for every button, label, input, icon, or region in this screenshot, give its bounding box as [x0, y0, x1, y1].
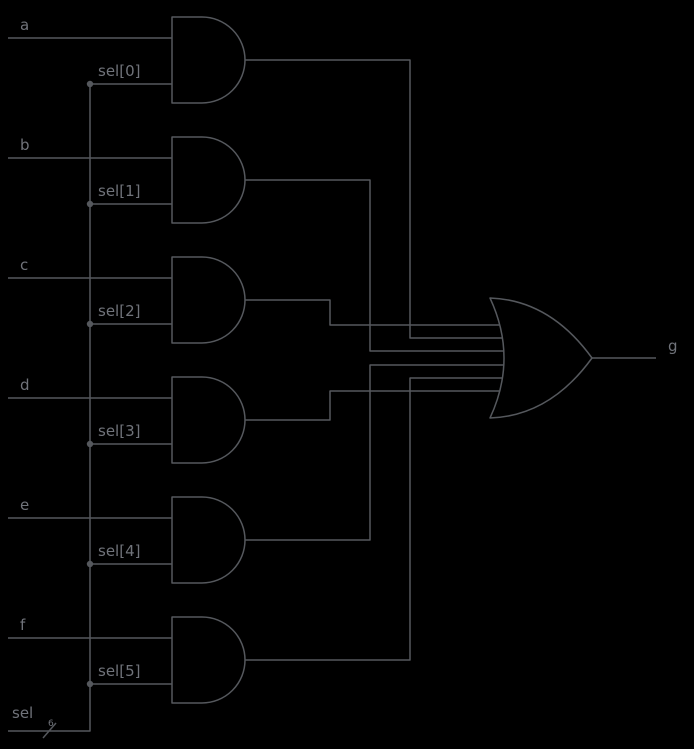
and-gate-stage-1 — [8, 136, 504, 352]
and-gate-stage-4 — [8, 364, 504, 584]
sel-label-2: sel[2] — [98, 302, 140, 320]
and-gate — [171, 256, 246, 344]
and-output-wire-4 — [245, 364, 504, 541]
and-output-wire-1 — [245, 179, 504, 352]
and-output-wire-5 — [245, 377, 502, 661]
and-gate — [171, 496, 246, 584]
junction-dot — [86, 80, 94, 88]
input-label-e: e — [20, 496, 29, 514]
input-label-d: d — [20, 376, 30, 394]
and-gate-stage-3 — [8, 376, 500, 464]
output-label-g: g — [668, 337, 678, 355]
and-gate — [171, 136, 246, 224]
and-gate — [171, 16, 246, 104]
junction-dot — [86, 200, 94, 208]
sel-label-3: sel[3] — [98, 422, 140, 440]
and-gate-stage-5 — [8, 377, 502, 704]
input-label-c: c — [20, 256, 28, 274]
input-label-f: f — [20, 616, 26, 634]
and-gate-stage-0 — [8, 16, 502, 339]
junction-dot — [86, 320, 94, 328]
wires-and-gates — [8, 16, 656, 739]
and-output-wire-3 — [245, 390, 500, 421]
bus-label-sel: sel — [12, 704, 33, 722]
and-gate — [171, 376, 246, 464]
sel-label-4: sel[4] — [98, 542, 140, 560]
bus-width-slash — [42, 722, 57, 739]
and-output-wire-2 — [245, 299, 500, 326]
or-gate — [489, 297, 593, 419]
sel-label-5: sel[5] — [98, 662, 140, 680]
and-output-wire-0 — [245, 59, 502, 339]
junction-dot — [86, 560, 94, 568]
and-gate-stage-2 — [8, 256, 500, 344]
bus-width-label: 6 — [48, 719, 54, 729]
sel-label-0: sel[0] — [98, 62, 140, 80]
input-label-a: a — [20, 16, 29, 34]
junction-dot — [86, 440, 94, 448]
junction-dots — [86, 80, 94, 688]
and-gate — [171, 616, 246, 704]
input-label-b: b — [20, 136, 30, 154]
sel-label-1: sel[1] — [98, 182, 140, 200]
junction-dot — [86, 680, 94, 688]
labels: a sel[0] b sel[1] c sel[2] d sel[3] e se… — [12, 16, 678, 729]
sel-bus — [8, 84, 91, 732]
